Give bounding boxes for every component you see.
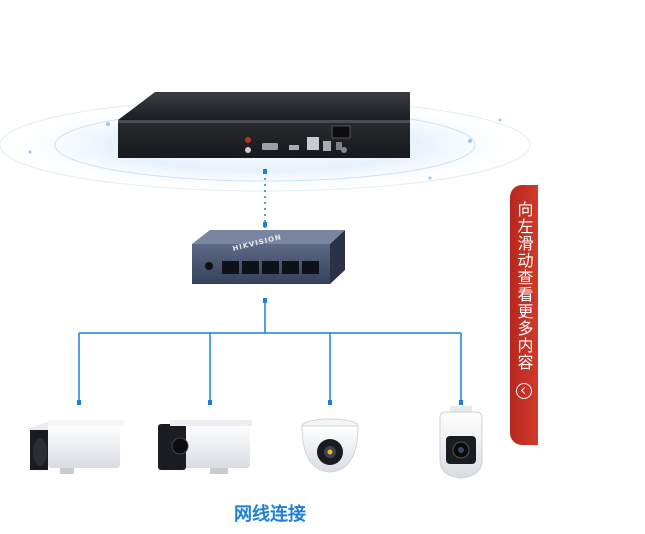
nvr-recorder <box>118 92 410 158</box>
connector-dots <box>77 169 463 405</box>
diagram-caption: 网线连接 <box>234 504 306 525</box>
side-tab-text: 向左滑动查看更多内容 <box>514 201 534 371</box>
ptz-dome-camera <box>439 406 483 479</box>
turret-camera <box>301 418 359 473</box>
poe-switch <box>192 230 345 284</box>
bullet-camera-dark <box>158 420 252 474</box>
side-scroll-tab[interactable]: 向左滑动查看更多内容 <box>510 185 538 445</box>
connector-lines <box>78 172 462 403</box>
bullet-camera-white <box>30 420 124 474</box>
chevron-left-circle-icon[interactable] <box>516 383 532 399</box>
